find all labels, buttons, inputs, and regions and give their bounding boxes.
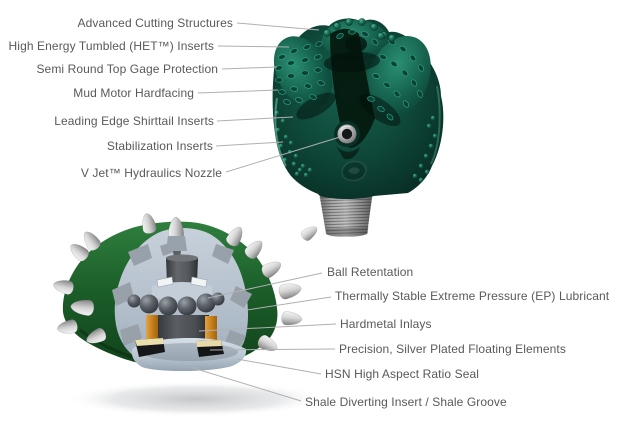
journal-shaft [166,258,198,284]
callout-hsn-seal: HSN High Aspect Ratio Seal [325,367,480,381]
callout-stabilization-inserts: Stabilization Inserts [106,139,213,153]
leader-het-inserts [217,45,290,48]
callout-shale-groove: Shale Diverting Insert / Shale Groove [305,395,507,409]
bearing-collar [152,282,212,301]
callout-ball-retention: Ball Retentation [327,265,414,279]
seal-left-top [135,338,164,346]
leader-gage-protection [221,66,278,70]
ball-bearings [127,292,225,316]
leader-shirttail-inserts [216,116,294,122]
drill-bit-illustration [272,18,444,238]
race-plate-right [190,276,208,288]
leader-shale-groove [189,366,302,402]
leader-lines [189,22,341,402]
leader-hardmetal-inlays [198,323,337,332]
callout-hardmetal-inlays: Hardmetal Inlays [340,317,432,331]
leader-floating-elements [209,348,336,351]
callout-ep-lubricant: Thermally Stable Extreme Pressure (EP) L… [335,289,610,303]
seal-right-top [196,340,222,347]
hardmetal-inlay-right [205,316,217,343]
shaft-top [166,254,198,262]
leader-mud-motor-hardfacing [197,89,279,94]
leader-ball-retention [207,272,323,299]
seal-elements [135,338,224,357]
hardmetal-inlay-left [146,315,158,343]
right-edge-highlight [430,85,441,165]
leg-edge-highlight [274,97,287,167]
vjet-nozzle [334,121,360,160]
callout-gage-protection: Semi Round Top Gage Protection [36,62,218,76]
logo-badge [341,160,367,182]
callout-mud-motor-hardfacing: Mud Motor Hardfacing [73,86,194,100]
back-stud [299,222,321,243]
cutaway-illustration [51,211,326,417]
race-plate-left [156,276,174,288]
callout-shirttail-inserts: Leading Edge Shirttail Inserts [54,114,214,128]
ground-shadow [66,381,326,417]
callout-het-inserts: High Energy Tumbled (HET™) Inserts [8,39,214,53]
callout-floating-elements: Precision, Silver Plated Floating Elemen… [339,342,566,356]
leader-advanced-cutting-structures [236,22,320,31]
leader-stabilization-inserts [215,141,284,147]
leader-hsn-seal [236,358,322,375]
top-cone-recess [345,36,367,52]
leader-vjet-nozzle [225,136,341,173]
leader-ep-lubricant [246,296,332,311]
callout-vjet-nozzle: V Jet™ Hydraulics Nozzle [80,166,222,180]
callout-advanced-cutting-structures: Advanced Cutting Structures [77,16,233,30]
